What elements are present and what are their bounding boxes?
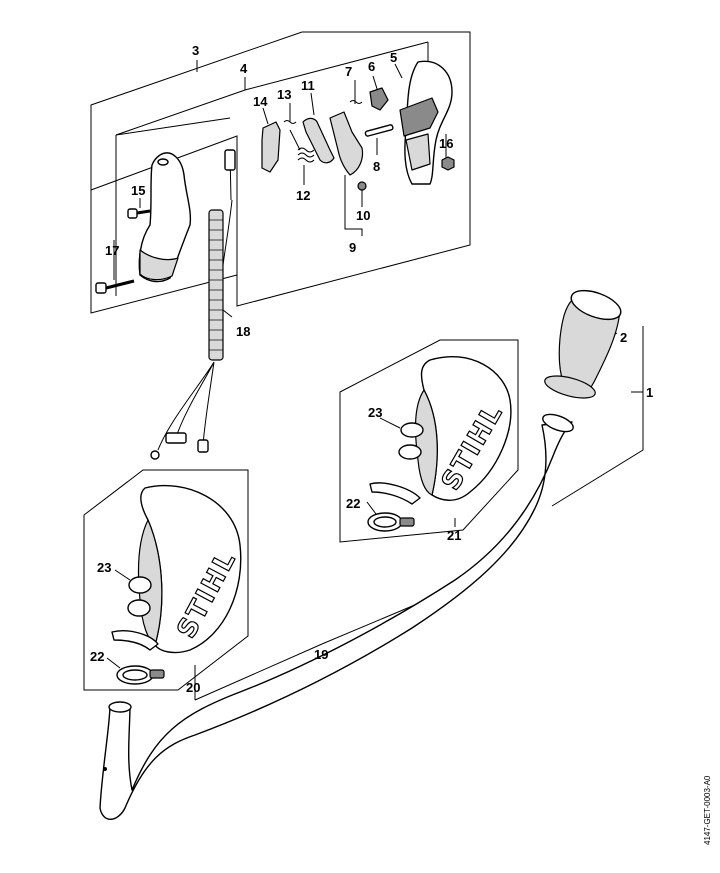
frame-guard-right xyxy=(339,339,519,543)
handle-housing-half xyxy=(138,152,192,283)
frame-guard-left xyxy=(83,469,249,691)
pin-8 xyxy=(364,124,394,137)
callout-labels: 1 2 3 4 5 6 7 8 9 10 11 12 13 14 15 16 1… xyxy=(90,43,653,695)
rubber-grip-flange xyxy=(544,375,596,399)
callout-1: 1 xyxy=(646,385,653,400)
callout-20: 20 xyxy=(186,680,200,695)
callout-12: 12 xyxy=(296,188,310,203)
callout-19: 19 xyxy=(314,647,328,662)
switch-lever-6 xyxy=(369,87,389,111)
callout-10: 10 xyxy=(356,208,370,223)
callout-7: 7 xyxy=(345,64,352,79)
spring-10 xyxy=(357,181,367,191)
rivet-23-upper xyxy=(400,422,424,438)
callout-15: 15 xyxy=(131,183,145,198)
callout-16: 16 xyxy=(439,136,453,151)
callout-22-right: 22 xyxy=(346,496,360,511)
frame-handlebar xyxy=(551,326,644,507)
callout-6: 6 xyxy=(368,59,375,74)
guard-left-tab xyxy=(111,630,159,651)
callout-3: 3 xyxy=(192,43,199,58)
callout-21: 21 xyxy=(447,528,461,543)
callout-14: 14 xyxy=(253,94,268,109)
frame-control-handle-assembly xyxy=(90,31,471,307)
throttle-trigger-11 xyxy=(302,117,335,164)
frame-handle-housing xyxy=(90,105,238,314)
callout-13: 13 xyxy=(277,87,291,102)
nut-16 xyxy=(441,156,455,171)
callout-8: 8 xyxy=(373,159,380,174)
callout-17: 17 xyxy=(105,243,119,258)
spring-7 xyxy=(349,100,363,104)
throttle-cable-top-fitting xyxy=(224,149,236,171)
torsion-spring-12 xyxy=(297,147,315,163)
handlebar-tube-end-top xyxy=(542,413,574,433)
callout-2: 2 xyxy=(620,330,627,345)
rivet-23-lower xyxy=(398,444,422,460)
throttle-cable-connector xyxy=(165,432,187,444)
callout-9: 9 xyxy=(349,240,356,255)
spring-13 xyxy=(283,120,297,124)
throttle-lever-9 xyxy=(329,111,364,176)
throttle-cable-spring-sleeve xyxy=(208,209,224,361)
callout-23-right: 23 xyxy=(368,405,382,420)
handlebar-tube-end-bottom xyxy=(108,701,132,713)
callout-22-left: 22 xyxy=(90,649,104,664)
callout-23-left: 23 xyxy=(97,560,111,575)
guard-right-tab xyxy=(369,482,421,505)
handlebar-tube xyxy=(99,421,573,820)
guard-right-inner xyxy=(414,389,438,496)
screw-15 xyxy=(127,208,151,219)
rivet-23-left-lower xyxy=(127,599,151,617)
document-id: 4147-GET-0003-A0 xyxy=(703,775,712,845)
callout-11: 11 xyxy=(301,78,315,93)
callout-5: 5 xyxy=(390,50,397,65)
callout-18: 18 xyxy=(236,324,250,339)
rivet-23-left-upper xyxy=(128,576,152,594)
rubber-grip-cap xyxy=(570,289,622,321)
screw-17 xyxy=(95,279,135,294)
interlock-lever-14 xyxy=(261,121,281,173)
callout-4: 4 xyxy=(240,61,248,76)
